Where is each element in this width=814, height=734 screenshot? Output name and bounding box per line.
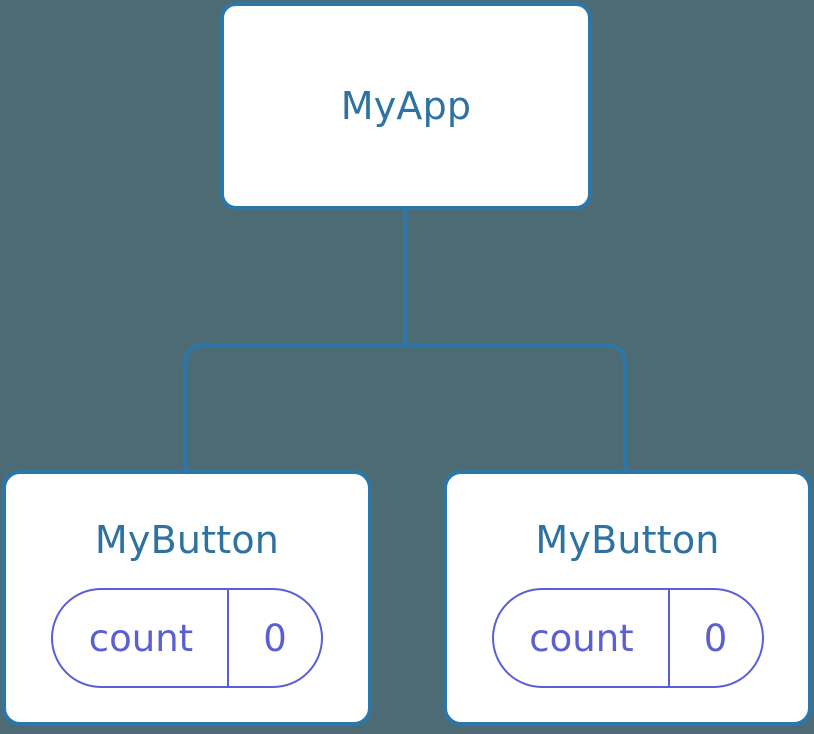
state-value-label: 0 — [667, 590, 762, 686]
node-title: MyApp — [340, 84, 472, 128]
tree-node-mybutton-left[interactable]: MyButton count 0 — [2, 470, 372, 726]
state-key-label: count — [529, 616, 634, 660]
state-value-label: 0 — [227, 590, 321, 686]
state-pill[interactable]: count 0 — [491, 588, 764, 688]
node-title: MyButton — [535, 518, 720, 562]
edge-branch-left — [183, 343, 405, 472]
state-key-label: count — [88, 616, 194, 660]
tree-node-myapp[interactable]: MyApp — [220, 2, 592, 210]
tree-node-mybutton-right[interactable]: MyButton count 0 — [443, 470, 812, 726]
edge-branch-right — [405, 343, 627, 472]
state-pill[interactable]: count 0 — [51, 588, 323, 688]
node-title: MyButton — [94, 518, 280, 562]
